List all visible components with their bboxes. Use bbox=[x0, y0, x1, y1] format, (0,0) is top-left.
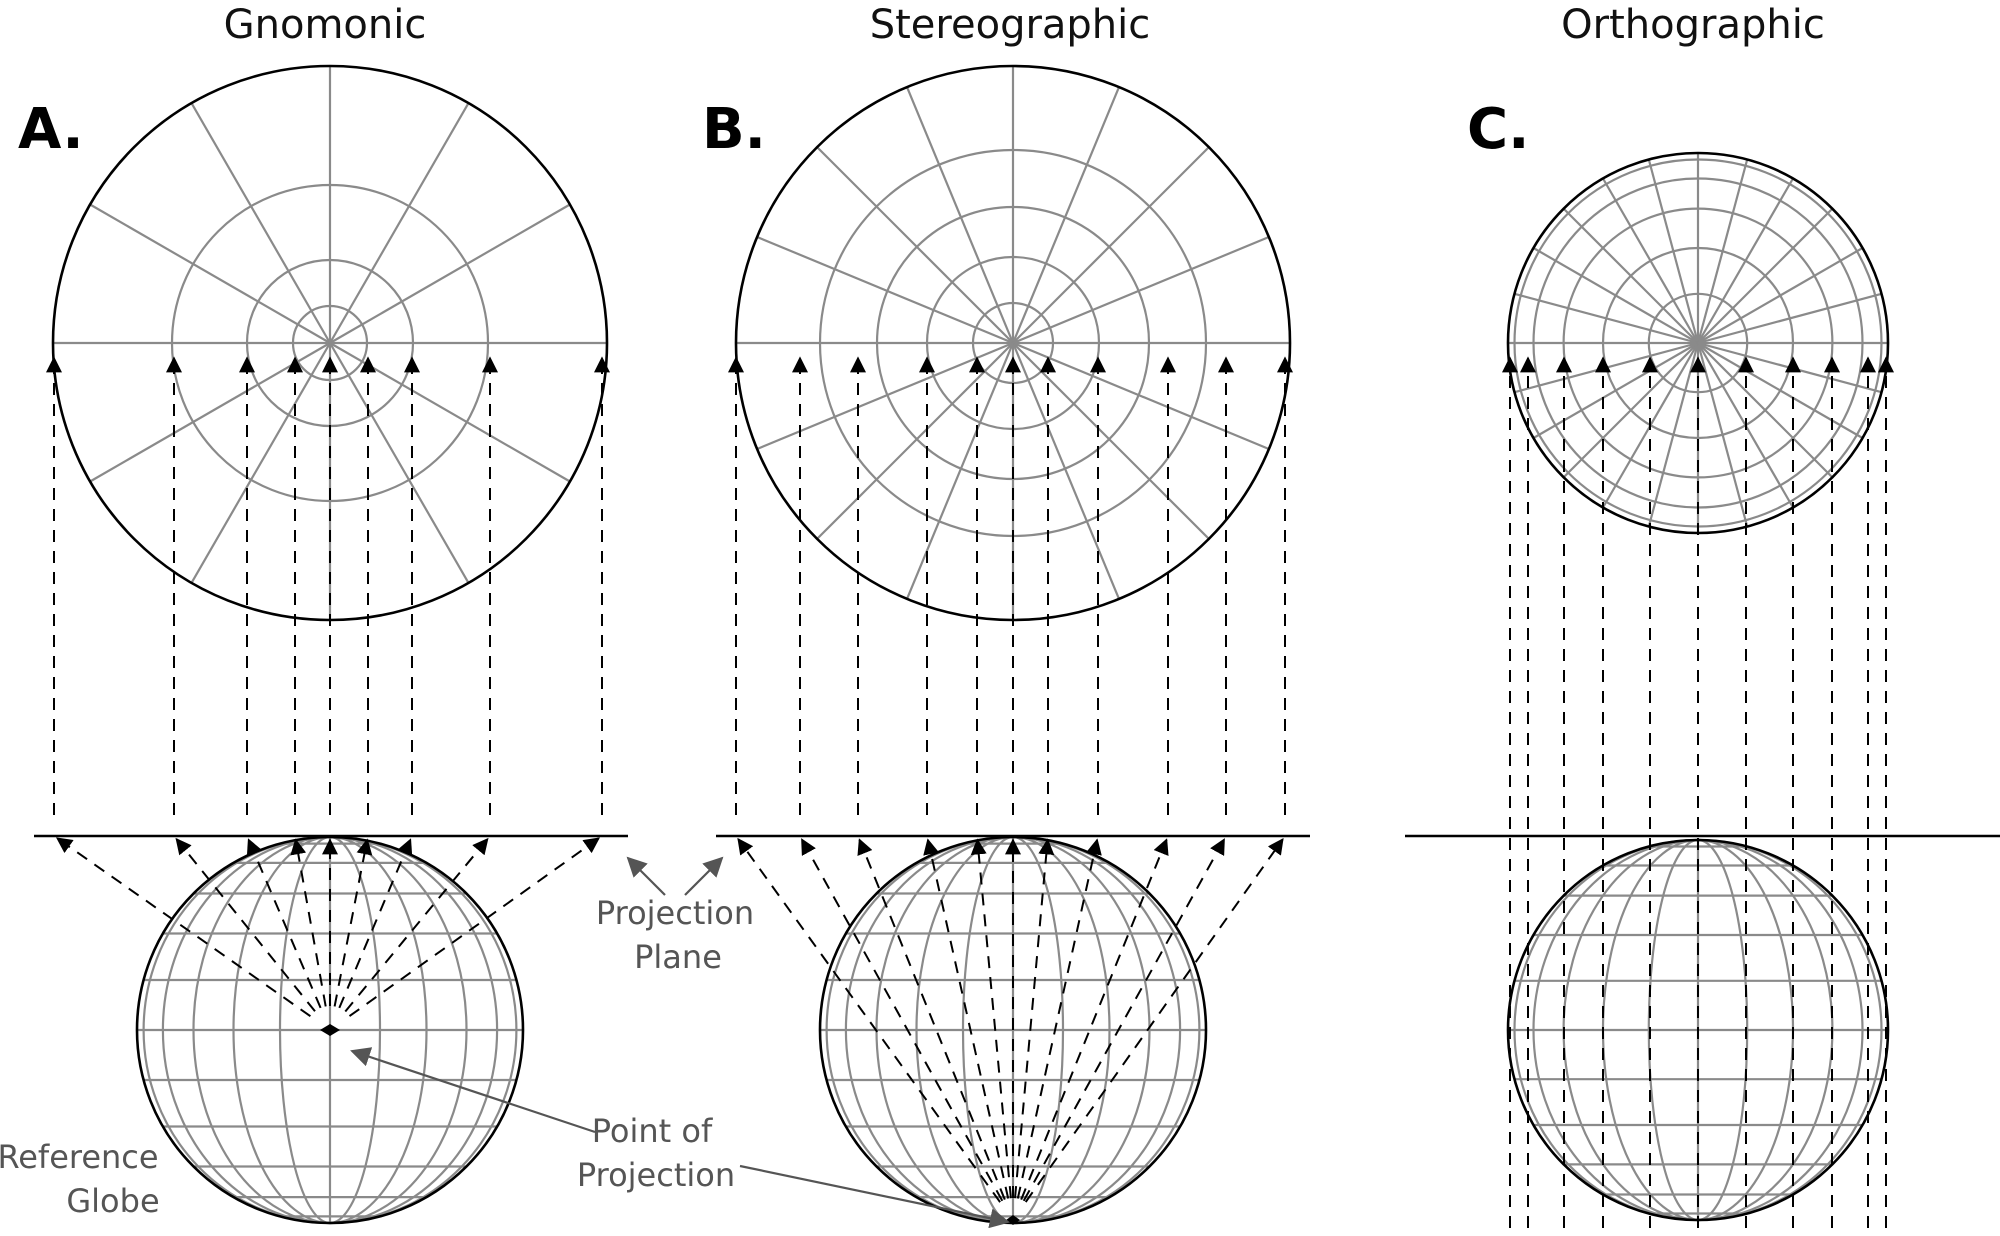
projection-ray bbox=[857, 838, 1006, 1200]
projection-ray bbox=[970, 838, 1012, 1199]
map-meridian bbox=[1011, 342, 1121, 600]
map-meridian bbox=[190, 102, 331, 344]
letter-a: A. bbox=[18, 97, 84, 162]
map-meridian bbox=[1532, 342, 1699, 439]
point-of-projection-label-1: Point of bbox=[592, 1112, 713, 1150]
map-meridian bbox=[1562, 342, 1699, 479]
map-meridian bbox=[1602, 177, 1699, 344]
title-stereographic: Stereographic bbox=[870, 2, 1151, 48]
letter-c: C. bbox=[1467, 97, 1529, 162]
map-meridian bbox=[1697, 247, 1864, 344]
projection-plane-pointer-a bbox=[626, 856, 666, 896]
projection-ray bbox=[1022, 838, 1225, 1202]
title-orthographic: Orthographic bbox=[1561, 2, 1825, 48]
projection-ray bbox=[1024, 837, 1284, 1203]
map-meridian bbox=[1696, 159, 1749, 344]
map-meridian bbox=[329, 342, 571, 483]
map-meridian bbox=[329, 342, 470, 584]
map-meridian bbox=[1647, 342, 1700, 527]
reference-globe-label-2: Globe bbox=[66, 1182, 159, 1220]
projection-ray bbox=[333, 838, 373, 1007]
map-meridian bbox=[1532, 247, 1699, 344]
point-of-projection-label-2: Projection bbox=[577, 1156, 735, 1194]
point-of-projection-pointer-b bbox=[739, 1164, 1010, 1229]
map-meridian bbox=[1012, 146, 1210, 344]
projection-ray bbox=[246, 838, 322, 1009]
map-meridian bbox=[756, 235, 1014, 345]
point-of-projection-marker bbox=[320, 1024, 340, 1036]
stereographic-panel bbox=[716, 64, 1310, 1225]
projection-ray bbox=[348, 837, 601, 1017]
projection-ray bbox=[801, 838, 1004, 1202]
projection-ray bbox=[1014, 838, 1055, 1199]
map-meridian bbox=[1697, 342, 1834, 479]
map-meridian bbox=[1011, 86, 1121, 344]
projection-ray bbox=[290, 838, 327, 1007]
projection-plane-pointer-b bbox=[684, 856, 724, 896]
orthographic-panel bbox=[1405, 151, 2000, 1228]
map-meridian bbox=[190, 342, 331, 584]
projection-plane-label-2: Plane bbox=[634, 938, 722, 976]
map-meridian bbox=[89, 203, 331, 344]
map-meridian bbox=[1647, 159, 1700, 344]
map-meridian bbox=[1696, 342, 1749, 527]
projection-ray bbox=[737, 837, 1001, 1203]
map-meridian bbox=[329, 203, 571, 344]
projection-ray bbox=[1020, 838, 1169, 1200]
map-meridian bbox=[816, 146, 1014, 344]
map-meridian bbox=[1697, 292, 1882, 345]
map-meridian bbox=[905, 86, 1015, 344]
title-gnomonic: Gnomonic bbox=[224, 2, 427, 48]
map-meridian bbox=[816, 342, 1014, 540]
projection-ray bbox=[175, 837, 316, 1012]
point-of-projection-pointer-a bbox=[350, 1047, 596, 1134]
projection-ray bbox=[55, 837, 311, 1018]
letter-b: B. bbox=[702, 97, 766, 162]
map-meridian bbox=[1697, 342, 1864, 439]
map-meridian bbox=[329, 102, 470, 344]
map-meridian bbox=[1012, 235, 1270, 345]
map-meridian bbox=[1697, 177, 1794, 344]
map-meridian bbox=[1012, 342, 1210, 540]
projection-ray bbox=[344, 837, 489, 1013]
projection-plane-label-1: Projection bbox=[596, 894, 754, 932]
projection-ray bbox=[338, 838, 413, 1009]
map-meridian bbox=[905, 342, 1015, 600]
reference-globe-label-1: Reference bbox=[0, 1138, 159, 1176]
map-meridian bbox=[1562, 207, 1699, 344]
map-meridian bbox=[1697, 207, 1834, 344]
map-meridian bbox=[1514, 292, 1699, 345]
gnomonic-panel bbox=[34, 64, 628, 1225]
